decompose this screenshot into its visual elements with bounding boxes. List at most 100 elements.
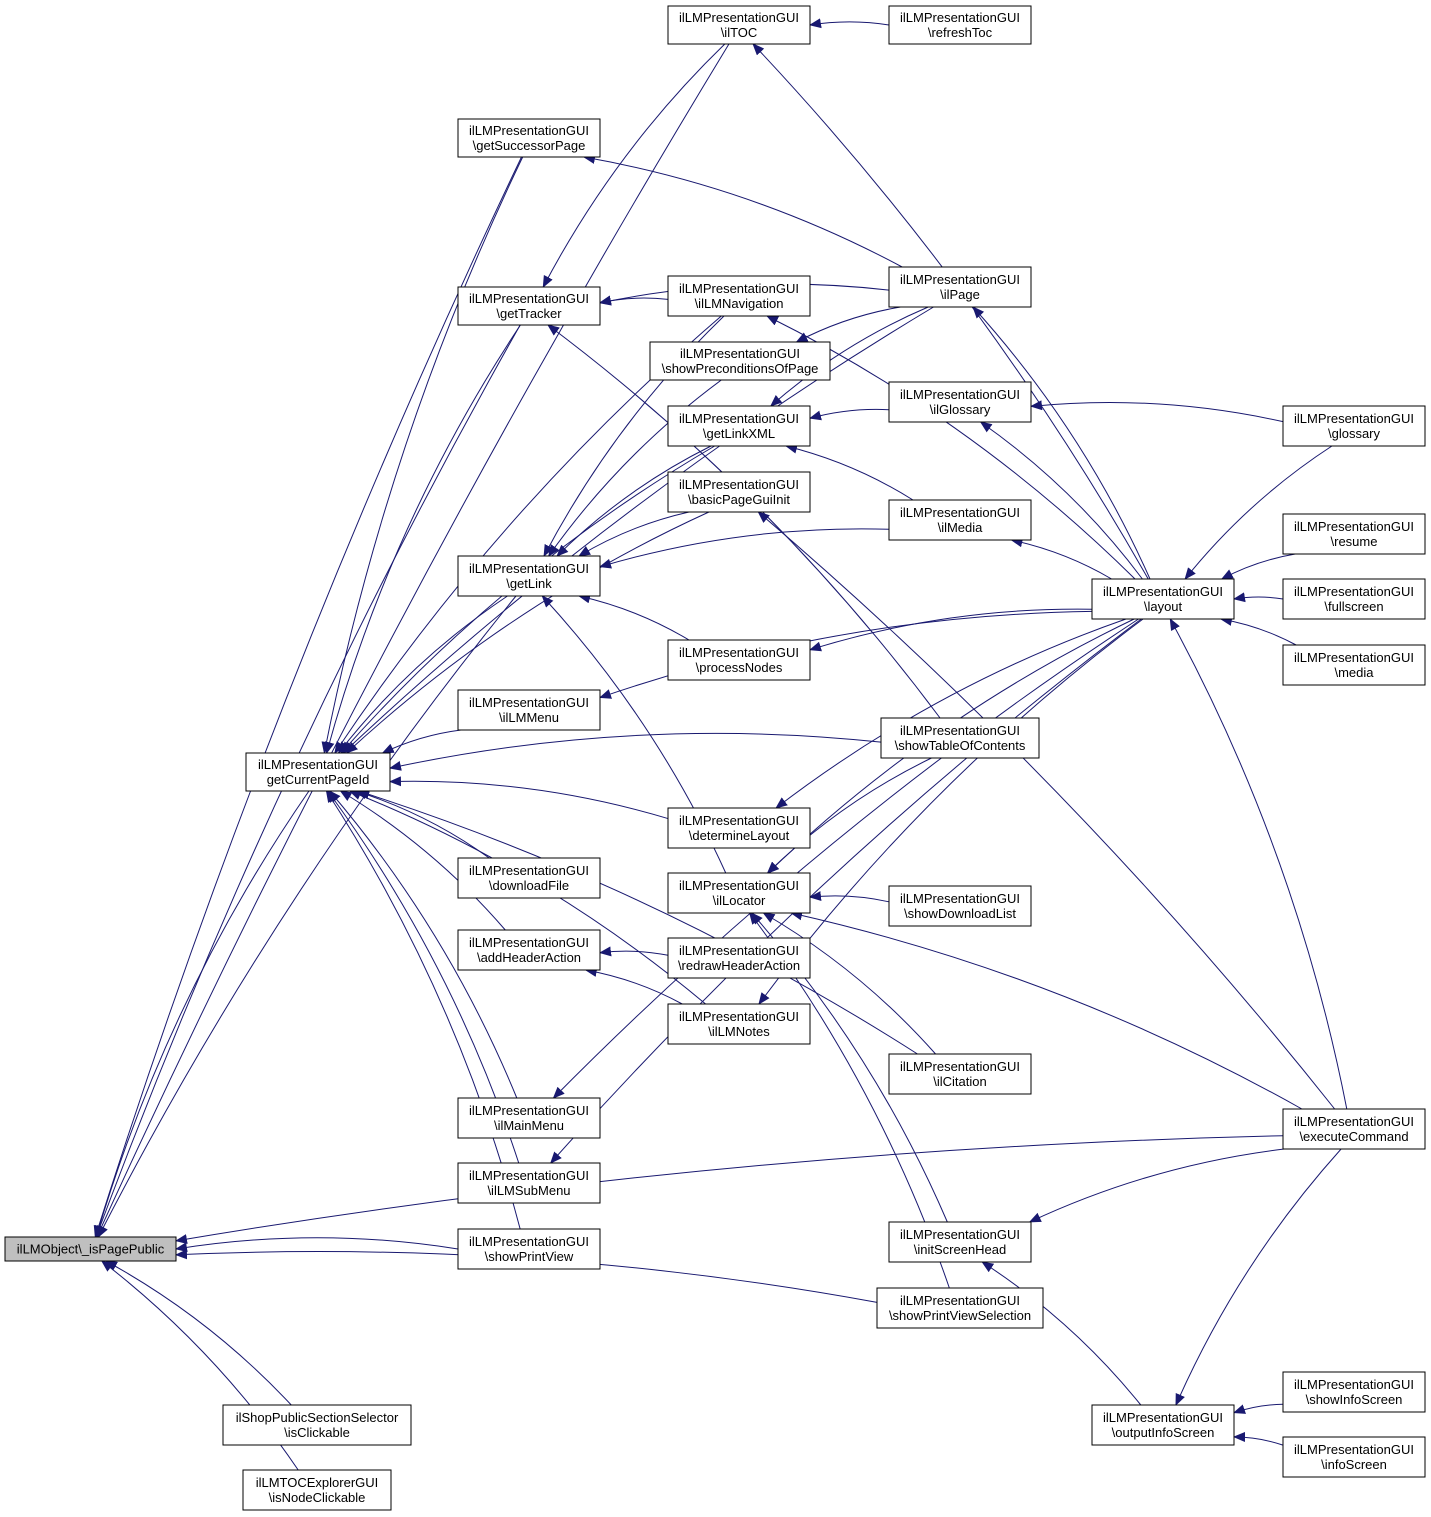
edge-gloss-to-lxml bbox=[809, 408, 890, 421]
node-box bbox=[1282, 1436, 1426, 1478]
node-hdr[interactable]: ilLMPresentationGUI\addHeaderAction bbox=[457, 929, 601, 971]
edge-layout-to-sub bbox=[550, 618, 1142, 1164]
node-menu[interactable]: ilLMPresentationGUI\ilLMMenu bbox=[457, 689, 601, 731]
node-label: ilLMPresentationGUI bbox=[469, 561, 589, 576]
edge-redraw-to-hdr bbox=[599, 946, 669, 957]
node-link[interactable]: ilLMPresentationGUI\getLink bbox=[457, 555, 601, 597]
node-label: ilLMPresentationGUI bbox=[469, 1168, 589, 1183]
node-lxml[interactable]: ilLMPresentationGUI\getLinkXML bbox=[667, 405, 811, 447]
node-box bbox=[888, 885, 1032, 927]
node-infos[interactable]: ilLMPresentationGUI\infoScreen bbox=[1282, 1436, 1426, 1478]
edge-bpgi-to-link bbox=[578, 511, 690, 557]
edge-layout-to-menu bbox=[599, 610, 1093, 699]
node-label: \downloadFile bbox=[489, 878, 569, 893]
edge-refresh-to-toc bbox=[809, 18, 890, 29]
node-box bbox=[888, 381, 1032, 423]
node-track[interactable]: ilLMPresentationGUI\getTracker bbox=[457, 286, 601, 326]
node-nav[interactable]: ilLMPresentationGUI\ilLMNavigation bbox=[667, 275, 811, 317]
node-root[interactable]: ilLMObject\_isPagePublic bbox=[4, 1236, 177, 1262]
node-bpgi[interactable]: ilLMPresentationGUI\basicPageGuiInit bbox=[667, 471, 811, 513]
edge-media-to-link bbox=[599, 528, 890, 569]
node-pvs[interactable]: ilLMPresentationGUI\showPrintViewSelecti… bbox=[876, 1287, 1044, 1329]
node-label: ilLMPresentationGUI bbox=[679, 477, 799, 492]
node-label: \ilMedia bbox=[938, 520, 984, 535]
node-glossary[interactable]: ilLMPresentationGUI\glossary bbox=[1282, 405, 1426, 447]
node-box bbox=[888, 266, 1032, 308]
node-label: \resume bbox=[1331, 534, 1378, 549]
node-redraw[interactable]: ilLMPresentationGUI\redrawHeaderAction bbox=[667, 937, 811, 979]
node-ois[interactable]: ilLMPresentationGUI\outputInfoScreen bbox=[1091, 1404, 1235, 1446]
node-box bbox=[457, 1162, 601, 1204]
node-box bbox=[457, 689, 601, 731]
node-label: ilLMPresentationGUI bbox=[1294, 411, 1414, 426]
node-label: \addHeaderAction bbox=[477, 950, 581, 965]
node-label: \basicPageGuiInit bbox=[688, 492, 790, 507]
node-tocx[interactable]: ilLMTOCExplorerGUI\isNodeClickable bbox=[242, 1469, 392, 1511]
node-label: ilLMPresentationGUI bbox=[469, 123, 589, 138]
node-label: \ilLMNotes bbox=[708, 1024, 770, 1039]
node-succ[interactable]: ilLMPresentationGUI\getSuccessorPage bbox=[457, 118, 601, 158]
node-full[interactable]: ilLMPresentationGUI\fullscreen bbox=[1282, 578, 1426, 620]
node-shop[interactable]: ilShopPublicSectionSelector\isClickable bbox=[222, 1404, 412, 1446]
node-box bbox=[667, 405, 811, 447]
node-box bbox=[245, 752, 391, 792]
node-refresh[interactable]: ilLMPresentationGUI\refreshToc bbox=[888, 5, 1032, 45]
node-label: \showDownloadList bbox=[904, 906, 1016, 921]
node-resume[interactable]: ilLMPresentationGUI\resume bbox=[1282, 513, 1426, 555]
node-main[interactable]: ilLMPresentationGUI\ilMainMenu bbox=[457, 1097, 601, 1139]
node-label: ilLMPresentationGUI bbox=[679, 1009, 799, 1024]
node-page[interactable]: ilLMPresentationGUI\ilPage bbox=[888, 266, 1032, 308]
edge-exec-to-root bbox=[175, 1135, 1284, 1244]
node-box bbox=[667, 937, 811, 979]
node-print[interactable]: ilLMPresentationGUI\showPrintView bbox=[457, 1228, 601, 1270]
node-label: ilLMPresentationGUI bbox=[679, 10, 799, 25]
node-mediaf[interactable]: ilLMPresentationGUI\media bbox=[1282, 644, 1426, 686]
node-gloss[interactable]: ilLMPresentationGUI\ilGlossary bbox=[888, 381, 1032, 423]
edge-exec-to-bpgi bbox=[757, 511, 1336, 1110]
edge-print-to-root bbox=[175, 1237, 459, 1253]
node-label: \executeCommand bbox=[1299, 1129, 1408, 1144]
node-label: \initScreenHead bbox=[914, 1242, 1007, 1257]
edge-detl-to-cur bbox=[389, 776, 669, 820]
edge-cit-to-loc bbox=[762, 912, 936, 1055]
node-box bbox=[888, 5, 1032, 45]
node-label: \outputInfoScreen bbox=[1112, 1425, 1215, 1440]
edge-glossary-to-layout bbox=[1184, 445, 1333, 580]
node-box bbox=[1282, 513, 1426, 555]
node-label: \showPrintViewSelection bbox=[889, 1308, 1031, 1323]
node-notes[interactable]: ilLMPresentationGUI\ilLMNotes bbox=[667, 1003, 811, 1045]
node-sub[interactable]: ilLMPresentationGUI\ilLMSubMenu bbox=[457, 1162, 601, 1204]
node-cit[interactable]: ilLMPresentationGUI\ilCitation bbox=[888, 1053, 1032, 1095]
node-label: ilLMPresentationGUI bbox=[679, 411, 799, 426]
node-box bbox=[4, 1236, 177, 1262]
node-precond[interactable]: ilLMPresentationGUI\showPreconditionsOfP… bbox=[649, 341, 831, 381]
edge-notes-to-hdr bbox=[584, 967, 683, 1005]
node-media[interactable]: ilLMPresentationGUI\ilMedia bbox=[888, 499, 1032, 541]
node-box bbox=[667, 872, 811, 914]
node-box bbox=[649, 341, 831, 381]
node-dllist[interactable]: ilLMPresentationGUI\showDownloadList bbox=[888, 885, 1032, 927]
node-label: \getTracker bbox=[496, 306, 562, 321]
node-detl[interactable]: ilLMPresentationGUI\determineLayout bbox=[667, 807, 811, 849]
node-box bbox=[667, 639, 811, 681]
node-box bbox=[457, 1097, 601, 1139]
node-ish[interactable]: ilLMPresentationGUI\initScreenHead bbox=[888, 1221, 1032, 1263]
node-label: \refreshToc bbox=[928, 25, 993, 40]
node-label: \media bbox=[1334, 665, 1374, 680]
node-label: \showInfoScreen bbox=[1306, 1392, 1403, 1407]
node-toc[interactable]: ilLMPresentationGUI\ilTOC bbox=[667, 5, 811, 45]
node-dlf[interactable]: ilLMPresentationGUI\downloadFile bbox=[457, 857, 601, 899]
node-layer: ilLMObject\_isPagePublic ilShopPublicSect… bbox=[4, 5, 1426, 1511]
node-label: \ilTOC bbox=[721, 25, 758, 40]
node-proc[interactable]: ilLMPresentationGUI\processNodes bbox=[667, 639, 811, 681]
node-label: ilLMPresentationGUI bbox=[900, 723, 1020, 738]
node-showtoc[interactable]: ilLMPresentationGUI\showTableOfContents bbox=[880, 717, 1040, 759]
edge-mediaf-to-layout bbox=[1219, 615, 1297, 646]
node-layout[interactable]: ilLMPresentationGUI\layout bbox=[1091, 578, 1235, 620]
node-sis[interactable]: ilLMPresentationGUI\showInfoScreen bbox=[1282, 1371, 1426, 1413]
edge-cur-to-root bbox=[94, 790, 310, 1238]
node-exec[interactable]: ilLMPresentationGUI\executeCommand bbox=[1282, 1108, 1426, 1150]
node-loc[interactable]: ilLMPresentationGUI\ilLocator bbox=[667, 872, 811, 914]
